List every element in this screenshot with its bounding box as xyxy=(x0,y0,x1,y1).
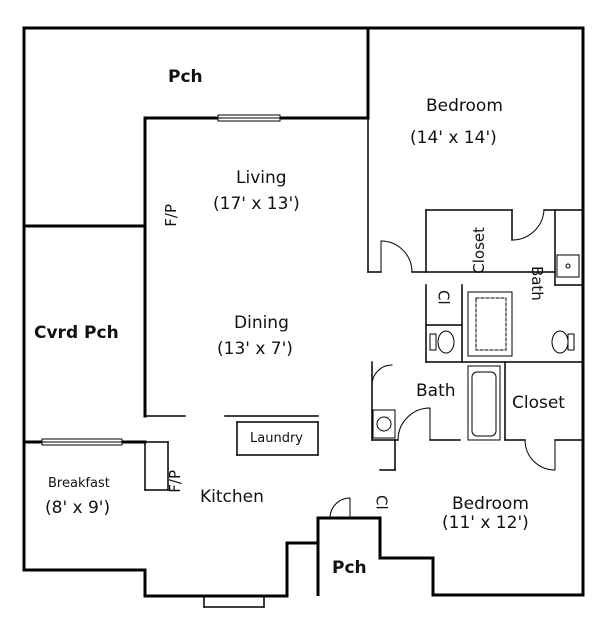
closet-top-label: Closet xyxy=(470,227,488,274)
porch-bottom-label: Pch xyxy=(332,558,367,578)
kitchen-label: Kitchen xyxy=(200,487,264,507)
bedroom-1-size: (14' x 14') xyxy=(410,128,497,148)
closet-mid-label: Closet xyxy=(512,393,565,413)
fireplace-bottom-label: F/P xyxy=(165,470,184,493)
bedroom-2-size: (11' x 12') xyxy=(442,513,529,533)
dining-label: Dining xyxy=(234,313,289,333)
windows xyxy=(41,114,281,446)
closet-small-bottom-label: Cl xyxy=(372,495,391,510)
bath-top-label: Bath xyxy=(527,265,546,301)
fireplace-top-label: F/P xyxy=(161,204,180,227)
porch-top-label: Pch xyxy=(168,67,203,87)
covered-porch-label: Cvrd Pch xyxy=(34,323,119,343)
bedroom-1-label: Bedroom xyxy=(426,96,503,116)
living-size: (17' x 13') xyxy=(213,194,300,214)
bath-mid-label: Bath xyxy=(416,381,456,401)
dining-size: (13' x 7') xyxy=(217,339,293,359)
fixtures xyxy=(372,254,580,441)
breakfast-size: (8' x 9') xyxy=(45,498,111,518)
breakfast-label: Breakfast xyxy=(48,476,110,491)
laundry-label: Laundry xyxy=(250,431,303,446)
living-label: Living xyxy=(236,168,287,188)
closet-small-top-label: Cl xyxy=(434,290,453,305)
bedroom-2-label: Bedroom xyxy=(452,494,529,514)
interior-walls xyxy=(144,117,584,608)
doors xyxy=(329,209,556,519)
